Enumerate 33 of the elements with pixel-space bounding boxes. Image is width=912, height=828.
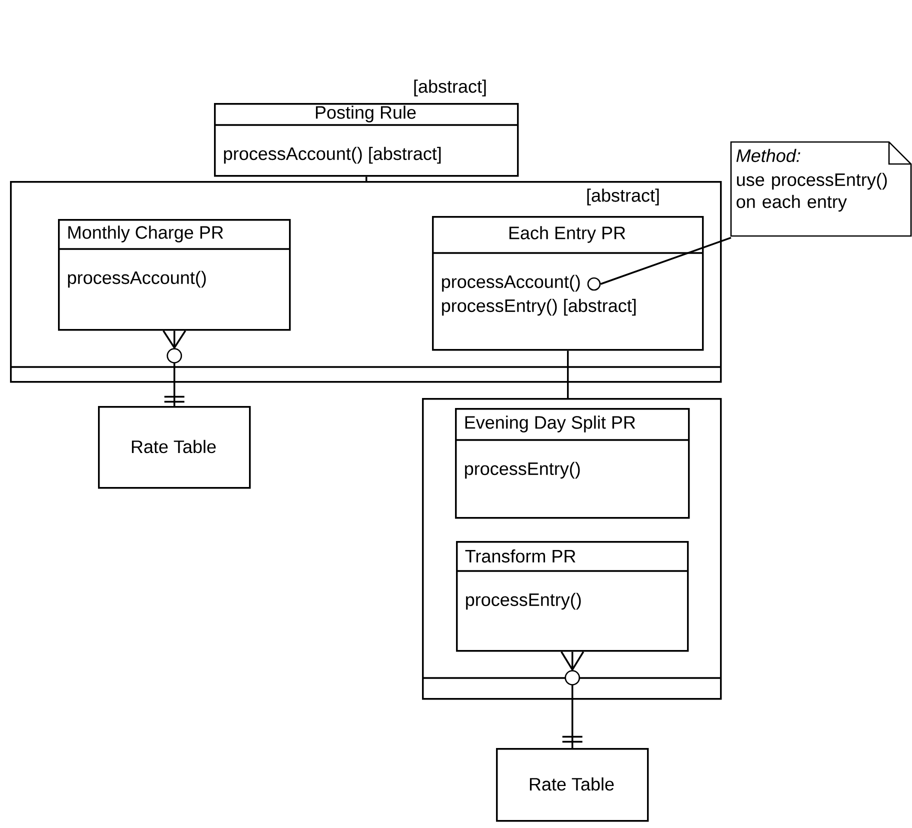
method-text: processEntry() [abstract] <box>442 298 636 316</box>
partition-box <box>422 398 722 700</box>
note-text: use processEntry() on each entry <box>736 172 887 212</box>
stereotype-label: [abstract] <box>587 188 659 206</box>
class-box <box>58 219 291 331</box>
note-heading: Method: <box>736 148 800 162</box>
class-name: Posting Rule <box>316 106 416 122</box>
entity-name: Rate Table <box>132 440 216 454</box>
stereotype-label: [abstract] <box>414 80 486 96</box>
entity-box <box>496 748 649 822</box>
connector-line <box>366 176 368 181</box>
class-name: Monthly Charge PR <box>68 226 224 242</box>
partition-box <box>10 181 722 383</box>
class-box <box>455 408 690 519</box>
class-name: Transform PR <box>465 549 576 563</box>
class-name: Each Entry PR <box>509 226 626 243</box>
method-text: processAccount() <box>442 274 580 292</box>
relationship-line <box>560 650 584 749</box>
connector-line <box>567 350 569 398</box>
method-text: processAccount() <box>68 270 206 288</box>
class-box <box>214 103 519 177</box>
entity-box <box>98 406 251 489</box>
class-box <box>432 216 704 351</box>
class-box <box>456 541 689 652</box>
leader-line <box>600 236 732 285</box>
method-text: processAccount() [abstract] <box>224 146 441 164</box>
method-text: processEntry() <box>465 462 580 479</box>
class-name: Evening Day Split PR <box>465 416 636 432</box>
entity-name: Rate Table <box>530 777 614 791</box>
circle-marker <box>587 277 601 291</box>
relationship-line <box>162 330 186 407</box>
method-text: processEntry() <box>466 592 581 610</box>
note-box <box>730 141 912 237</box>
